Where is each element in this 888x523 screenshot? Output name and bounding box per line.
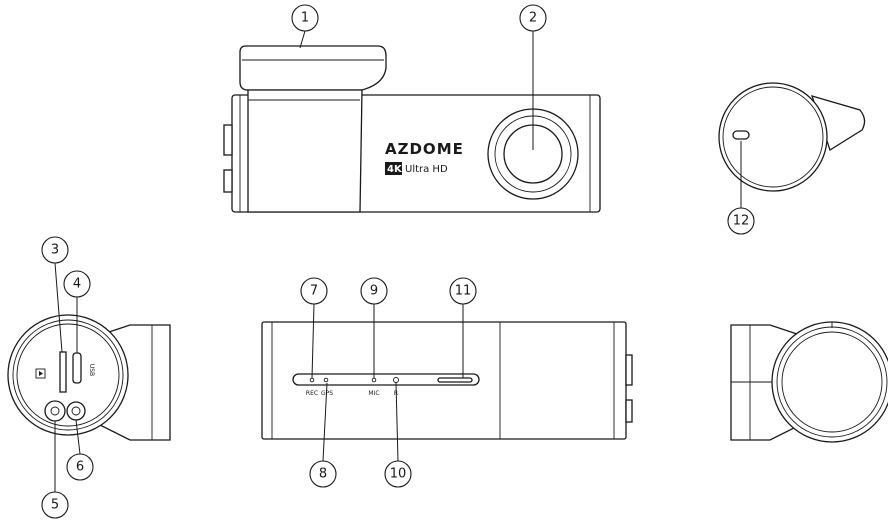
bottom-view: REC GPS MIC R	[261, 303, 633, 462]
svg-text:12: 12	[733, 214, 750, 229]
back-round-body	[7, 314, 129, 436]
svg-text:2: 2	[529, 11, 537, 26]
svg-text:4: 4	[73, 277, 81, 292]
mic-label: MIC	[368, 390, 379, 397]
rec-label: REC	[306, 390, 318, 397]
svg-text:1: 1	[301, 11, 309, 26]
callout-4: 4	[63, 270, 91, 298]
sd-card-slot	[59, 351, 67, 393]
callout-10: 10	[384, 460, 412, 488]
secondary-button	[66, 401, 86, 421]
front-view: AZDOME 4K Ultra HD	[223, 30, 601, 213]
gps-label: GPS	[321, 390, 333, 397]
side-indicator	[732, 130, 750, 140]
callout-12: 12	[727, 207, 755, 235]
power-button	[44, 400, 66, 422]
side-lens-ring	[771, 321, 888, 443]
svg-text:11: 11	[455, 284, 472, 299]
callout-9: 9	[360, 277, 388, 305]
svg-text:7: 7	[310, 284, 318, 299]
callout-8: 8	[309, 460, 337, 488]
callout-1: 1	[291, 4, 319, 32]
callout-3: 3	[41, 236, 69, 264]
usb-port	[72, 352, 82, 384]
callout-2: 2	[519, 4, 547, 32]
back-view: USB	[7, 262, 171, 492]
brand-subtitle: Ultra HD	[405, 164, 448, 175]
play-icon	[35, 368, 46, 379]
svg-text:8: 8	[319, 467, 327, 482]
side-view-right	[718, 82, 866, 208]
4k-badge-text: 4K	[387, 164, 403, 175]
4k-badge	[385, 162, 402, 175]
brand-logo: AZDOME	[385, 140, 464, 158]
side-view-left	[730, 321, 888, 443]
slot-11	[437, 377, 473, 383]
svg-text:9: 9	[370, 284, 378, 299]
callout-5: 5	[41, 491, 69, 519]
callout-11: 11	[449, 277, 477, 305]
callout-6: 6	[66, 453, 94, 481]
side-round-body	[718, 82, 828, 192]
indicator-strip	[292, 373, 480, 386]
usb-label: USB	[88, 364, 95, 376]
svg-text:3: 3	[51, 243, 59, 258]
svg-text:5: 5	[51, 498, 59, 513]
mount-clip	[239, 45, 387, 91]
svg-text:6: 6	[76, 460, 84, 475]
svg-text:10: 10	[390, 467, 407, 482]
callout-7: 7	[300, 277, 328, 305]
